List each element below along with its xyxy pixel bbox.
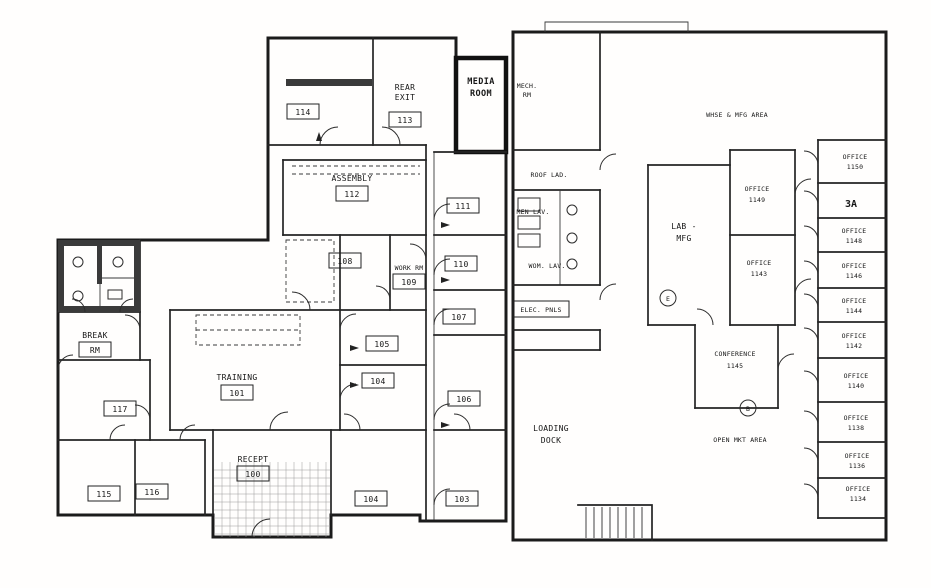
lab-label: LAB - — [671, 222, 697, 231]
room-114-wall-band — [286, 79, 372, 86]
room-112-label: 112 — [344, 190, 359, 199]
office-1143-label: 1143 — [751, 270, 767, 278]
office-1149-label: OFFICE — [745, 185, 770, 193]
conference-label: CONFERENCE — [714, 350, 755, 358]
office-1138-label: OFFICE — [844, 414, 869, 422]
column-bubbles — [659, 289, 757, 417]
office-1136-label: OFFICE — [845, 452, 870, 460]
men-lav-label: MEN LAV. — [517, 208, 550, 216]
office-1148-label: OFFICE — [842, 227, 867, 235]
room-105-label: 105 — [374, 340, 389, 349]
room-113-label: 113 — [397, 116, 412, 125]
room-115-label: 115 — [96, 490, 111, 499]
room-3a-label: 3A — [845, 199, 857, 210]
elec-panels-label: ELEC. PNLS — [520, 306, 561, 314]
training-label: TRAINING — [217, 373, 258, 382]
right-building-interior-walls — [512, 31, 887, 541]
assembly-label: ASSEMBLY — [332, 174, 373, 183]
media-room-label: MEDIA — [467, 77, 495, 87]
break-rm-label: BREAK — [82, 331, 108, 340]
rear-exit-label: REAR — [395, 83, 415, 92]
toilet-fixtures-right — [517, 197, 578, 270]
room-109-label: 109 — [401, 278, 416, 287]
office-1148-label: 1148 — [846, 237, 862, 245]
office-1134-label: 1134 — [850, 495, 866, 503]
right-building-exterior-walls — [511, 21, 888, 542]
office-1142-label: OFFICE — [842, 332, 867, 340]
room-108-label: 108 — [337, 257, 352, 266]
open-mkt-label: OPEN MKT AREA — [713, 436, 766, 444]
warehouse-label: WHSE & MFG AREA — [706, 111, 768, 119]
office-1144-label: OFFICE — [842, 297, 867, 305]
left-building-interior-walls — [57, 37, 507, 521]
room-106-label: 106 — [456, 395, 471, 404]
conference-label: 1145 — [727, 362, 743, 370]
mech-rm-label: MECH. — [517, 82, 538, 90]
loading-dock-label: LOADING — [533, 424, 569, 433]
column-e-label: E — [666, 295, 670, 303]
stair-treads — [585, 507, 643, 538]
media-room-label: ROOM — [470, 89, 492, 99]
office-1134-label: OFFICE — [846, 485, 871, 493]
room-104-label: 104 — [370, 377, 385, 386]
room-103-label: 103 — [454, 495, 469, 504]
room-111-label: 111 — [455, 202, 470, 211]
room-101-label: 101 — [229, 389, 244, 398]
office-1136-label: 1136 — [849, 462, 865, 470]
office-1138-label: 1138 — [848, 424, 864, 432]
door-swing-arcs — [57, 126, 819, 538]
break-rm-label: RM — [90, 346, 100, 355]
office-1143-label: OFFICE — [747, 259, 772, 267]
toilet-fixtures-left — [72, 256, 124, 302]
office-1146-label: 1146 — [846, 272, 862, 280]
dashed-fixtures — [195, 165, 420, 346]
office-1144-label: 1144 — [846, 307, 862, 315]
restroom-walls-hatch — [58, 240, 140, 312]
office-1140-label: 1140 — [848, 382, 864, 390]
mech-rm-label: RM — [523, 91, 531, 99]
room-100-label: 100 — [245, 470, 260, 479]
room-114-label: 114 — [295, 108, 310, 117]
room-labels: 114 REAR EXIT 113 MEDIA ROOM MECH. RM AS… — [82, 77, 870, 504]
room-104b-label: 104 — [363, 495, 378, 504]
office-1149-label: 1149 — [749, 196, 765, 204]
left-building-exterior-walls — [56, 36, 509, 539]
loading-dock-label: DOCK — [541, 436, 561, 445]
work-rm-label: WORK RM — [395, 264, 424, 272]
door-triangle-markers — [316, 132, 450, 428]
room-number-boxes — [78, 103, 570, 507]
office-1146-label: OFFICE — [842, 262, 867, 270]
recept-label: RECEPT — [238, 455, 269, 464]
roof-ladder-label: ROOF LAD. — [530, 171, 567, 179]
media-room-walls — [453, 55, 509, 155]
room-110-label: 110 — [453, 260, 468, 269]
women-lav-label: WOM. LAV. — [528, 262, 565, 270]
rear-exit-label: EXIT — [395, 93, 415, 102]
room-117-label: 117 — [112, 405, 127, 414]
office-1150-label: OFFICE — [843, 153, 868, 161]
lab-label: MFG — [676, 234, 691, 243]
column-b-label: B — [746, 405, 750, 413]
room-107-label: 107 — [451, 313, 466, 322]
reception-tile-floor — [214, 462, 330, 537]
office-1150-label: 1150 — [847, 163, 863, 171]
office-1140-label: OFFICE — [844, 372, 869, 380]
room-116-label: 116 — [144, 488, 159, 497]
office-1142-label: 1142 — [846, 342, 862, 350]
